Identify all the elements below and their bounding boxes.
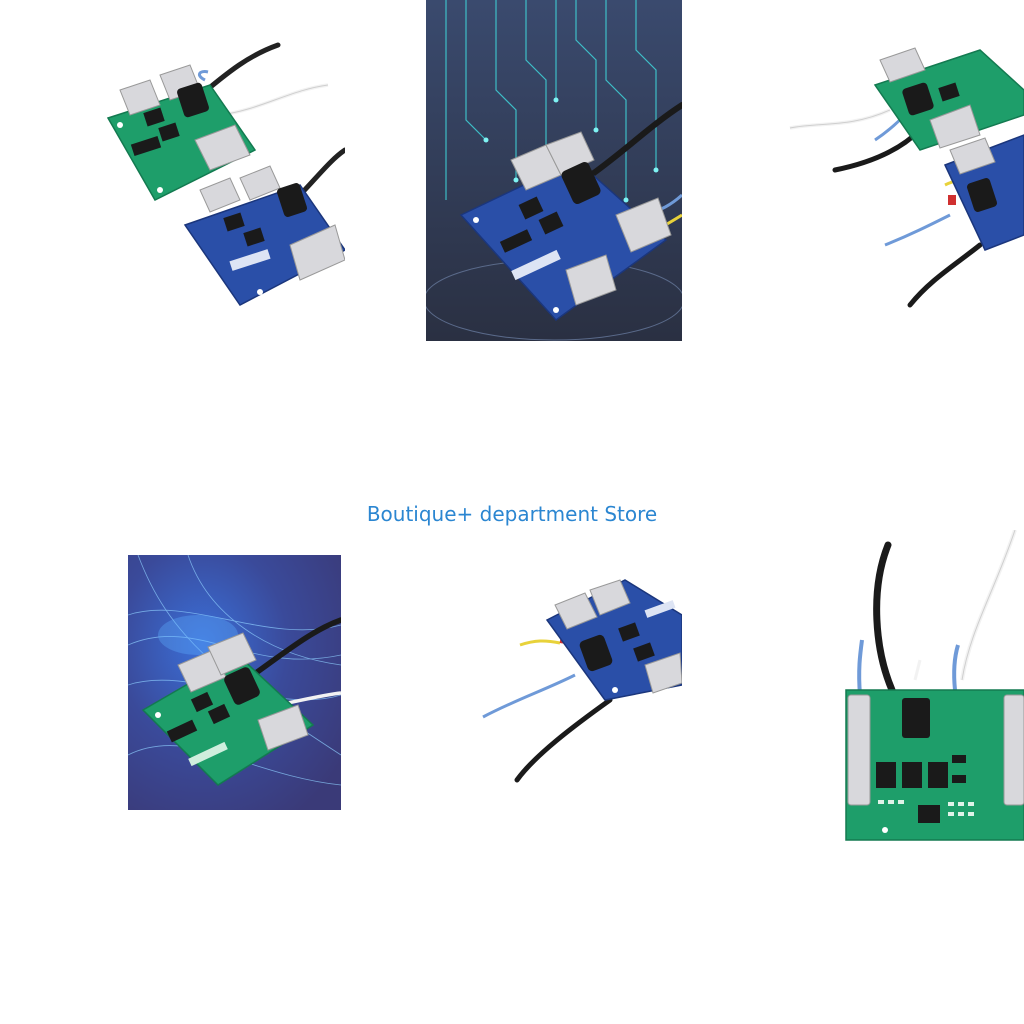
product-image-tile-2[interactable] — [426, 0, 682, 341]
product-image-tile-3[interactable] — [780, 40, 1024, 315]
product-image-tile-4[interactable] — [128, 555, 341, 810]
bms-board-circuit-background-image — [426, 0, 682, 341]
bms-board-pair-image — [106, 42, 345, 306]
product-image-tile-1[interactable] — [100, 30, 345, 315]
bms-board-green-closeup-image — [845, 530, 1024, 841]
bms-board-fiber-background-image — [128, 555, 341, 810]
product-image-tile-6[interactable] — [840, 530, 1024, 845]
bms-board-blue-wired-image — [482, 579, 682, 783]
bms-boards-wired-image — [789, 47, 1024, 308]
product-image-tile-5[interactable] — [475, 575, 682, 790]
store-name-link[interactable]: Boutique+ department Store — [366, 502, 658, 526]
